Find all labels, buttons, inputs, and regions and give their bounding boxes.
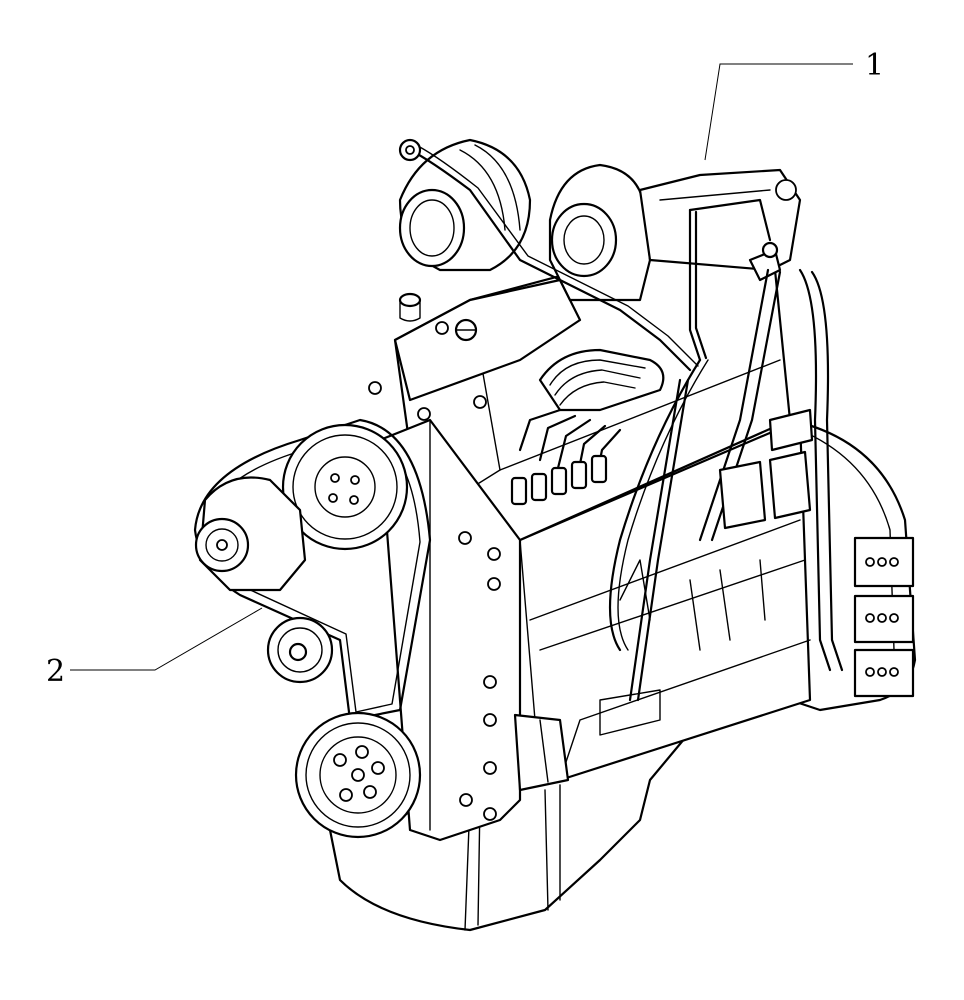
fuel-injection-pipes: [398, 138, 772, 506]
water-pump-pulley: [281, 423, 409, 551]
intake-elbow: [548, 163, 652, 302]
callout-1-leader: [704, 63, 853, 161]
exhaust-manifold-flange: [638, 168, 802, 272]
callout-1: 1: [704, 48, 884, 161]
fuel-filters: [718, 408, 814, 530]
crankshaft-pulley: [294, 711, 422, 839]
callout-2-leader: [70, 607, 263, 671]
idler-pulley: [266, 616, 334, 684]
alternator: [194, 476, 307, 592]
turbocharger: [398, 138, 532, 272]
flywheel-housing: [788, 418, 917, 712]
oil-filler-tube: [698, 241, 844, 672]
callout-2-number: 2: [46, 654, 65, 689]
breather-cap: [398, 292, 422, 322]
timing-cover: [378, 418, 522, 842]
callout-2: 2: [46, 607, 263, 689]
starter-motor: [513, 713, 570, 792]
dipstick-tube: [608, 358, 709, 702]
callout-1-number: 1: [865, 48, 884, 83]
